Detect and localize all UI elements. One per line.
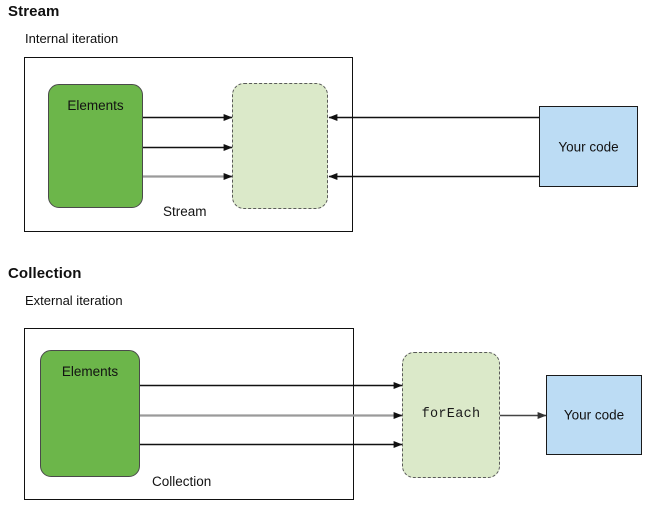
panel-inner-label-collection: Collection (152, 474, 212, 489)
section-title-collection: Collection (8, 265, 82, 282)
elements-box-collection: Elements (40, 350, 140, 477)
section-subtitle-collection: External iteration (25, 293, 123, 308)
section-collection: Collection External iteration (0, 262, 662, 513)
your-code-box-stream: Your code (539, 106, 638, 187)
your-code-label: Your code (563, 407, 625, 423)
stream-pipeline-box (232, 83, 328, 209)
elements-box-label: Elements (67, 98, 124, 113)
elements-box-label: Elements (61, 364, 119, 379)
elements-box-stream: Elements (48, 84, 143, 208)
your-code-box-collection: Your code (546, 375, 642, 455)
foreach-box-label: forEach (421, 407, 481, 422)
section-title-stream: Stream (8, 3, 60, 20)
your-code-label: Your code (558, 139, 619, 154)
section-stream: Stream Internal iteration Elements Strea… (0, 0, 662, 250)
panel-inner-label-stream: Stream (163, 204, 207, 219)
section-subtitle-stream: Internal iteration (25, 31, 119, 46)
foreach-box: forEach (402, 352, 500, 478)
